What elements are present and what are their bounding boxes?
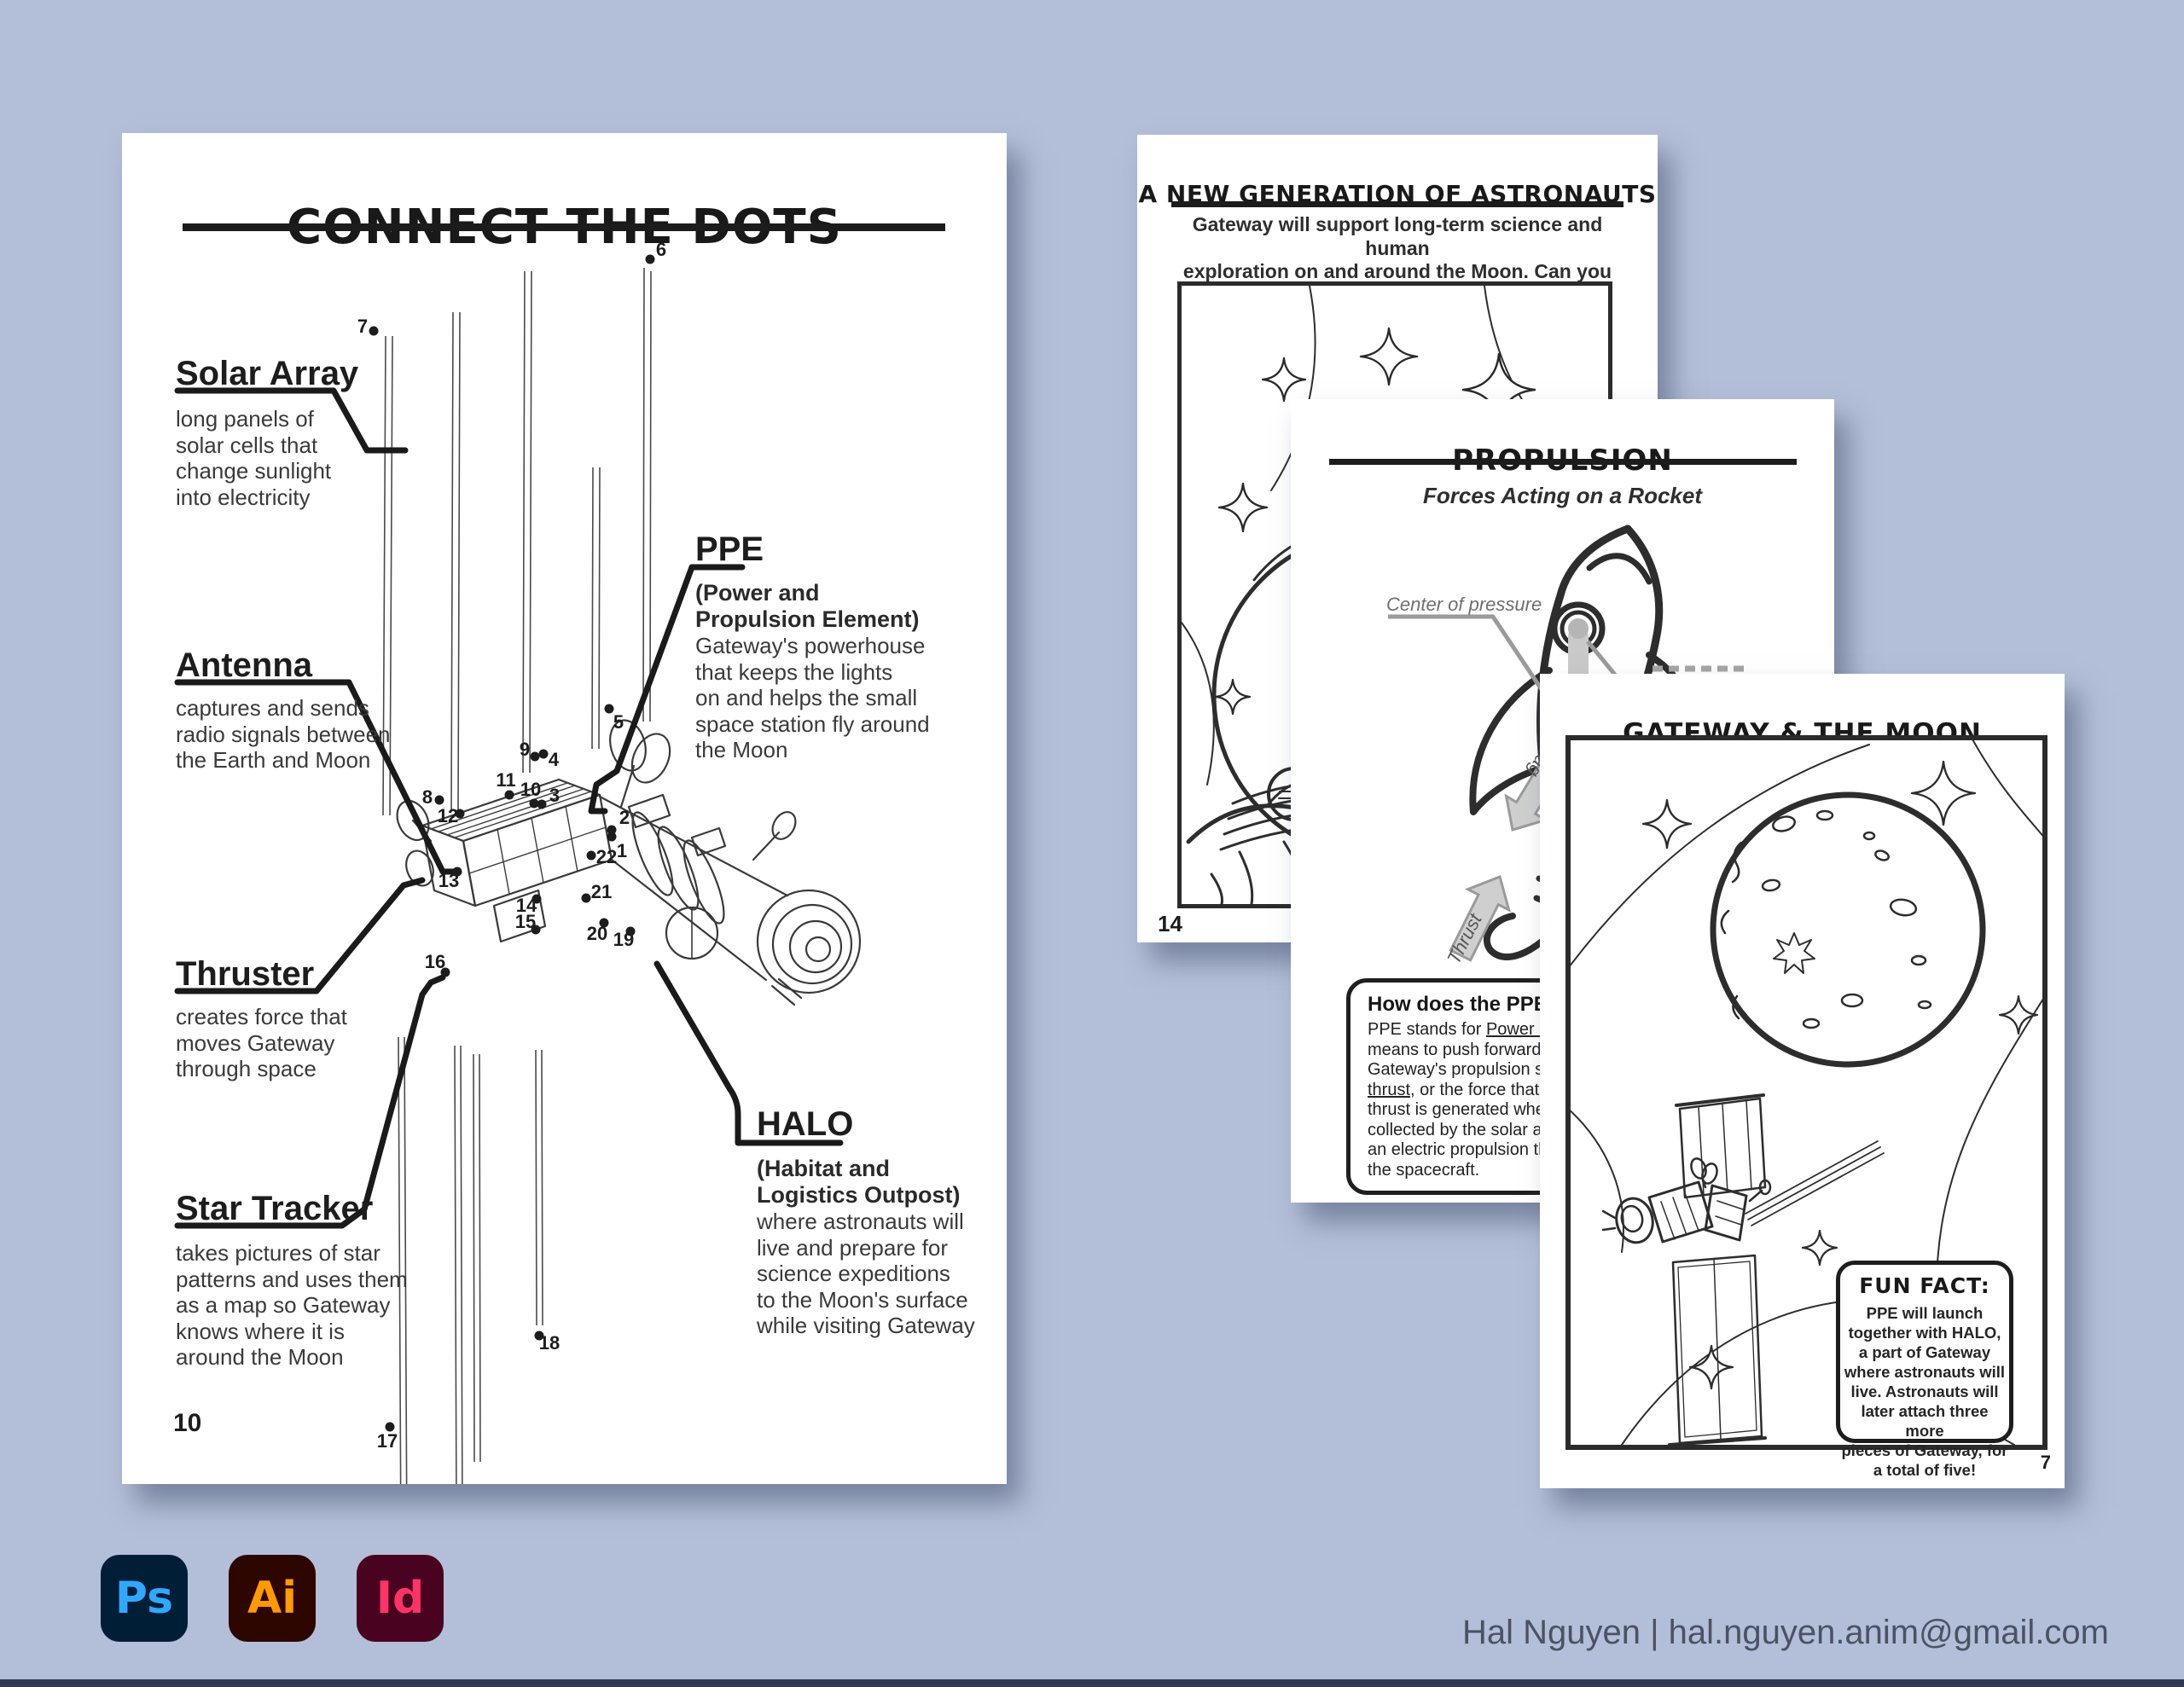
page-gateway-and-moon: GATEWAY & THE MOON	[1540, 674, 2065, 1488]
page-number: 10	[173, 1409, 202, 1437]
thruster-description: creates force that moves Gateway through…	[176, 1004, 347, 1081]
page-number: 7	[2040, 1452, 2051, 1473]
rocket-forces-diagram: Thrust Drag	[1388, 525, 1746, 967]
svg-text:20: 20	[587, 923, 607, 944]
svg-text:18: 18	[539, 1332, 560, 1354]
svg-text:8: 8	[422, 786, 433, 808]
antenna-heading: Antenna	[176, 646, 312, 684]
svg-text:10: 10	[520, 779, 541, 800]
title-rule	[1171, 201, 1623, 207]
svg-text:19: 19	[613, 929, 634, 950]
artist-credit: Hal Nguyen | hal.nguyen.anim@gmail.com	[1461, 1614, 2109, 1651]
sparkle-icon	[1214, 327, 1536, 716]
svg-text:7: 7	[357, 316, 368, 337]
svg-text:17: 17	[377, 1430, 398, 1452]
center-of-pressure-pointer	[1388, 614, 1564, 721]
label-ppe: PPE (Power and Propulsion Element) Gatew…	[695, 532, 951, 763]
svg-text:11: 11	[496, 769, 515, 791]
svg-text:5: 5	[613, 711, 624, 733]
label-halo: HALO (Habitat and Logistics Outpost) whe…	[757, 1107, 1013, 1339]
star-tracker-heading: Star Tracker	[176, 1190, 374, 1227]
svg-text:1: 1	[617, 840, 627, 861]
svg-text:22: 22	[596, 846, 617, 867]
solar-array-lines-top	[382, 267, 652, 816]
svg-text:6: 6	[656, 239, 666, 260]
svg-text:14: 14	[516, 895, 537, 916]
title-rule	[1329, 459, 1797, 465]
star-tracker-callout	[174, 974, 446, 1229]
bottom-edge-bar	[0, 1679, 2184, 1687]
label-star-tracker: Star Tracker takes pictures of star patt…	[176, 1191, 432, 1371]
fun-fact-heading: FUN FACT:	[1859, 1273, 1990, 1298]
label-antenna: Antenna captures and sends radio signals…	[176, 648, 432, 774]
thruster-callout	[174, 877, 426, 994]
ppe-callout	[588, 564, 746, 815]
halo-subheading: (Habitat and Logistics Outpost)	[757, 1156, 961, 1208]
halo-callout	[653, 960, 844, 1146]
ppe-heading: PPE	[695, 530, 764, 568]
solar-array-lines-bottom	[398, 1036, 543, 1484]
svg-text:3: 3	[549, 785, 560, 806]
info-box-heading: How does the PPE	[1368, 993, 1548, 1016]
fun-fact-text: PPE will launch together with HALO, a pa…	[1841, 1304, 2008, 1479]
svg-text:12: 12	[438, 805, 458, 826]
svg-text:13: 13	[439, 870, 459, 891]
svg-text:15: 15	[515, 911, 536, 932]
id-app-icon: Id	[357, 1555, 444, 1642]
label-solar-array: Solar Array long panels of solar cells t…	[176, 357, 432, 510]
svg-text:2: 2	[619, 807, 630, 828]
center-of-pressure-label: Center of pressure	[1386, 594, 1542, 615]
star-tracker-description: takes pictures of star patterns and uses…	[176, 1240, 408, 1370]
ppe-subheading: (Power and Propulsion Element)	[695, 580, 920, 632]
solar-array-callout	[174, 387, 409, 454]
antenna-description: captures and sends radio signals between…	[176, 695, 391, 773]
fun-fact-box: FUN FACT: PPE will launch together with …	[1836, 1261, 2013, 1479]
label-thruster: Thruster creates force that moves Gatewa…	[176, 957, 432, 1082]
thruster-heading: Thruster	[176, 955, 315, 993]
page-number: 14	[1158, 911, 1182, 936]
gateway-station-art	[396, 719, 862, 1006]
software-icons: Ps Ai Id	[101, 1555, 444, 1642]
sparkle-icon	[1641, 760, 2039, 1390]
title-rule	[183, 223, 945, 231]
label-callout-lines	[174, 387, 844, 1229]
ai-app-icon: Ai	[229, 1555, 316, 1642]
gateway-moon-coloring-art	[1571, 740, 2042, 1445]
solar-array-description: long panels of solar cells that change s…	[176, 406, 332, 510]
svg-text:4: 4	[549, 749, 560, 770]
svg-text:21: 21	[591, 881, 612, 902]
thrust-arrow	[1449, 874, 1512, 962]
halo-heading: HALO	[757, 1105, 854, 1143]
antenna-callout	[174, 679, 460, 875]
svg-text:9: 9	[520, 739, 530, 760]
solar-array-heading: Solar Array	[176, 355, 359, 392]
page-connect-the-dots: CONNECT THE DOTS	[122, 133, 1007, 1484]
ppe-description: Gateway's powerhouse that keeps the ligh…	[695, 633, 930, 762]
ps-app-icon: Ps	[101, 1555, 188, 1642]
moon-icon	[1710, 791, 1986, 1068]
halo-description: where astronauts will live and prepare f…	[757, 1209, 975, 1338]
diagram-subtitle: Forces Acting on a Rocket	[1423, 483, 1702, 508]
gateway-spacecraft-icon	[1601, 1093, 1885, 1445]
svg-text:16: 16	[425, 951, 445, 972]
